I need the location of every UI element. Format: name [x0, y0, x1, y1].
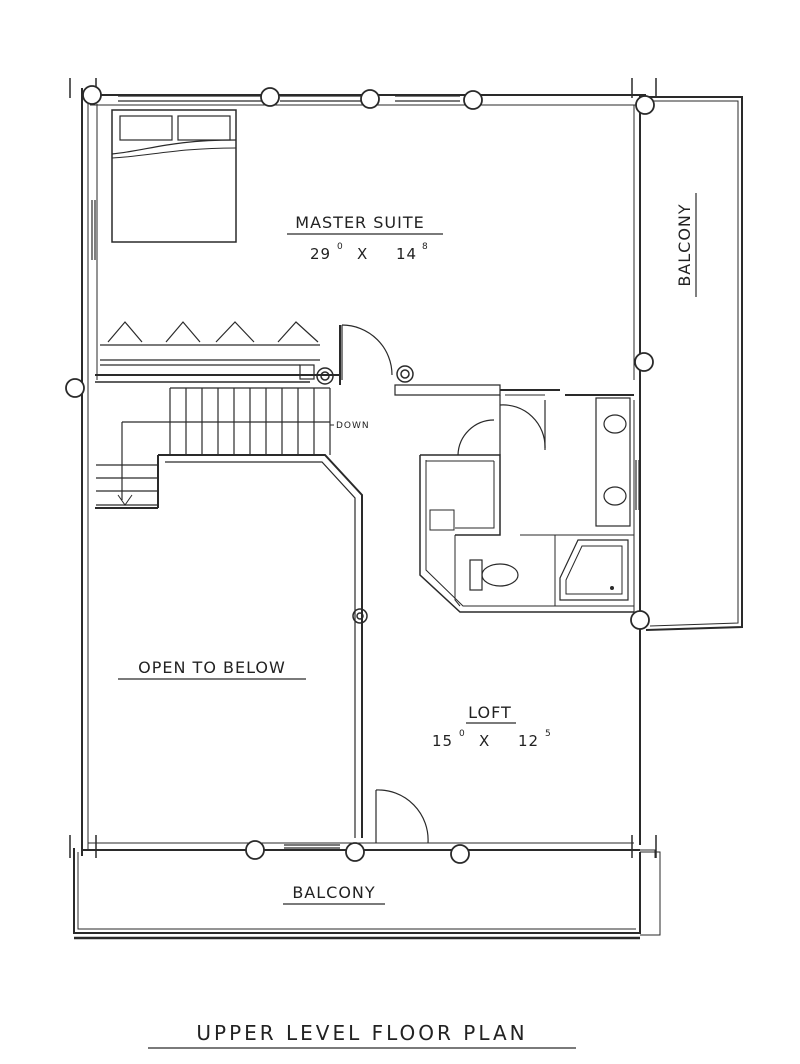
right-balcony-label: BALCONY [675, 203, 694, 286]
master-dim-sep: X [357, 245, 368, 263]
loft-label: LOFT [468, 703, 512, 722]
loft-dim-b-sup: 5 [545, 729, 552, 739]
open-to-below-label: OPEN TO BELOW [138, 658, 286, 677]
master-door [341, 324, 393, 380]
loft-dim-a-sup: 0 [459, 729, 466, 739]
interior-walls [339, 325, 634, 396]
loft-dim-b: 12 [518, 732, 539, 750]
master-dim-b-sup: 8 [422, 242, 429, 252]
bottom-balcony-label: BALCONY [292, 883, 375, 902]
stair [95, 387, 334, 509]
bed [111, 109, 237, 243]
right-balcony-label-group: BALCONY [675, 193, 697, 297]
master-dim-a-sup: 0 [337, 242, 344, 252]
plan-title: UPPER LEVEL FLOOR PLAN [196, 1021, 527, 1045]
round-columns [316, 365, 414, 624]
windows [91, 95, 640, 849]
bottom-balcony-outline [73, 848, 661, 940]
closet [95, 321, 340, 383]
master-suite-label: MASTER SUITE [295, 213, 424, 232]
loft-dim-sep: X [479, 732, 490, 750]
master-dim-a: 29 [310, 245, 331, 263]
master-suite-dimensions: 29 0 X 14 8 [310, 242, 429, 263]
room-labels: MASTER SUITE 29 0 X 14 8 LOFT 15 0 X 12 … [118, 193, 697, 905]
master-dim-b: 14 [396, 245, 417, 263]
railing [158, 454, 363, 838]
loft-dim-a: 15 [432, 732, 453, 750]
stair-down-label: DOWN [336, 421, 370, 431]
bathroom [419, 395, 634, 613]
loft-dimensions: 15 0 X 12 5 [432, 729, 552, 750]
loft-door [375, 789, 429, 844]
log-posts [65, 85, 655, 864]
right-balcony-outline [645, 96, 743, 631]
